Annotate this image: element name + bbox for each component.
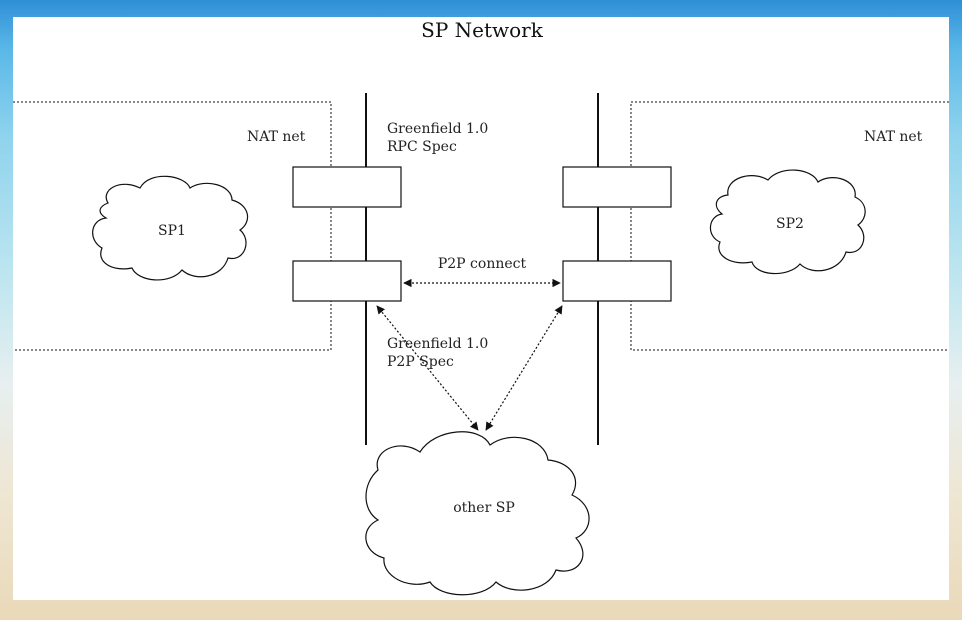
- diagram-panel: SP Network NAT net NAT net SP1 SP2 other…: [13, 17, 949, 600]
- sp2-label: SP2: [776, 216, 804, 232]
- right-rpc-box: [562, 166, 672, 208]
- sp2-cloud: [709, 169, 866, 275]
- p2p-connect-label: P2P connect: [438, 256, 527, 272]
- right-p2p-box: [562, 260, 672, 302]
- p2p-spec-label-line2: P2P Spec: [387, 354, 454, 370]
- left-nat-label: NAT net: [247, 129, 306, 145]
- rpc-spec-label-line1: Greenfield 1.0: [387, 121, 488, 137]
- left-nat-zone: [13, 101, 332, 351]
- right-to-other-sp-arrow: [485, 305, 563, 431]
- sp1-cloud: [92, 175, 249, 281]
- diagram-title: SP Network: [421, 18, 544, 42]
- rpc-spec-label-line2: RPC Spec: [387, 139, 457, 155]
- sp-network-diagram: SP Network NAT net NAT net SP1 SP2 other…: [13, 18, 949, 596]
- right-nat-zone: [630, 101, 949, 351]
- p2p-spec-label-line1: Greenfield 1.0: [387, 336, 488, 352]
- left-rpc-box: [292, 166, 402, 208]
- other-sp-cloud: [365, 431, 590, 596]
- right-nat-label: NAT net: [864, 129, 923, 145]
- other-sp-label: other SP: [453, 500, 515, 516]
- left-p2p-box: [292, 260, 402, 302]
- sp1-label: SP1: [158, 223, 186, 239]
- left-to-other-sp-arrow: [376, 305, 479, 431]
